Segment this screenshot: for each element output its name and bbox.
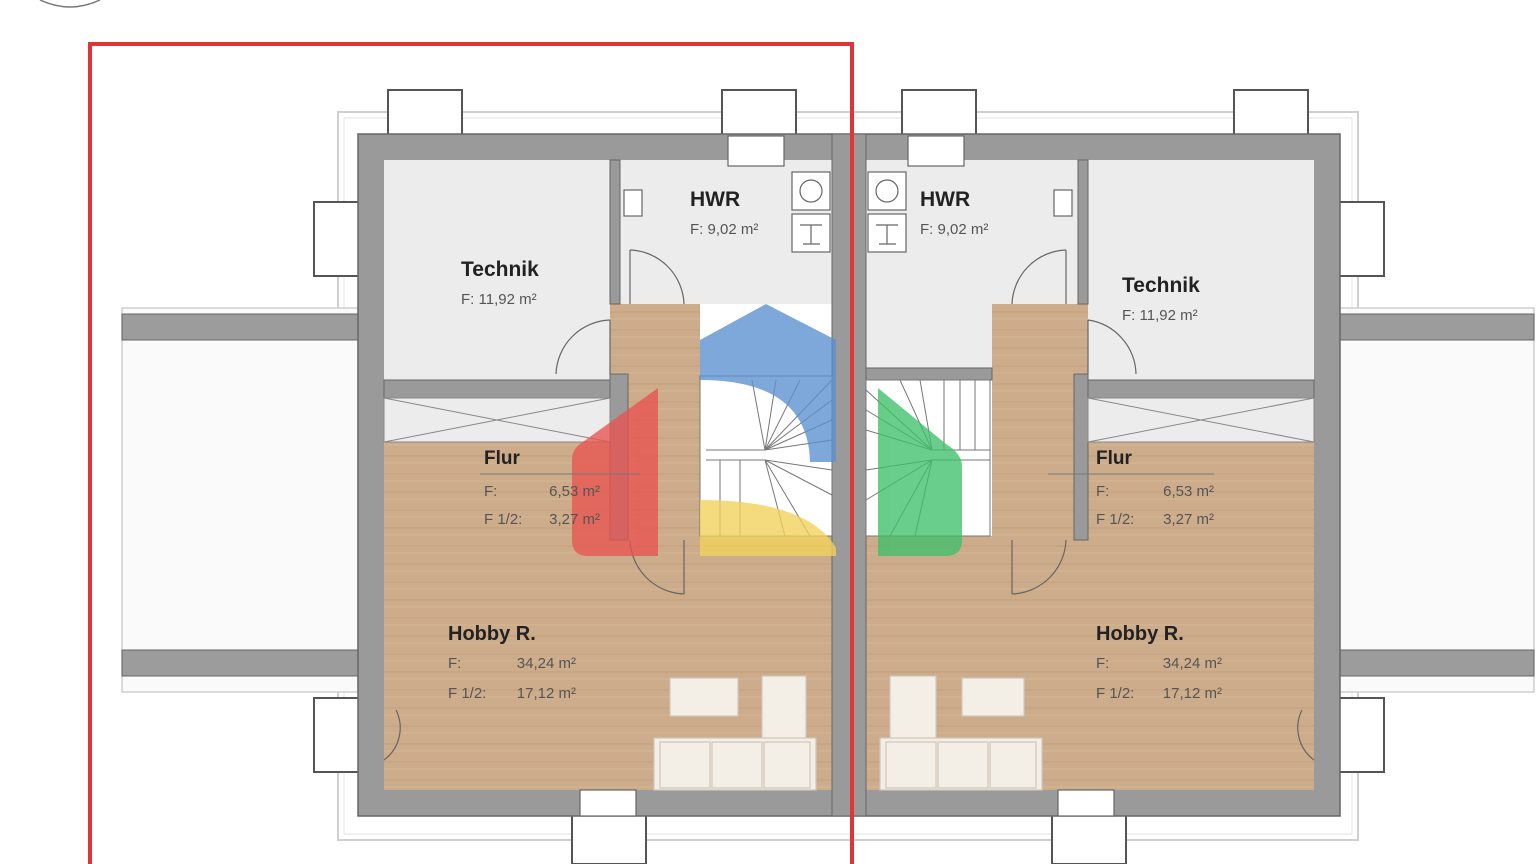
right-flur-half-label: F 1/2: [1096,511,1134,528]
property-line [88,42,854,864]
right-flur-area-value: 6,53 m² [1163,483,1214,500]
left-hobby-area-label: F: [448,655,461,672]
doors [383,135,1315,817]
right-technik-name: Technik [1122,274,1200,297]
right-hobby-half-value: 17,12 m² [1163,685,1222,702]
left-technik-name: Technik [461,258,539,281]
right-hobby-half-label: F 1/2: [1096,685,1134,702]
left-hobby-half-label: F 1/2: [448,685,486,702]
interior-walls [383,133,1315,817]
right-hwr-area: F: 9,02 m² [920,221,988,238]
left-hobby-half-value: 17,12 m² [517,685,576,702]
terrace-right [1337,307,1535,693]
left-flur-name: Flur [484,448,520,469]
logo-watermark [572,304,962,556]
furniture [653,675,1043,791]
left-hwr-name: HWR [690,188,740,211]
right-hobby-name: Hobby R. [1096,623,1184,645]
left-flur-half-label: F 1/2: [484,511,522,528]
left-hobby-area-value: 34,24 m² [517,655,576,672]
right-flur-name: Flur [1096,448,1132,469]
right-hobby-area-label: F: [1096,655,1109,672]
fixtures [623,171,1073,253]
left-flur-half-value: 3,27 m² [549,511,600,528]
right-technik-area: F: 11,92 m² [1122,307,1198,324]
left-technik-area: F: 11,92 m² [461,291,537,308]
right-hwr-name: HWR [920,188,970,211]
right-flur-area-label: F: [1096,483,1109,500]
terrace-left [121,307,359,693]
left-flur-area-value: 6,53 m² [549,483,600,500]
light-wells [313,89,1385,864]
compass-fragment [39,0,101,8]
right-flur-half-value: 3,27 m² [1163,511,1214,528]
left-flur-area-label: F: [484,483,497,500]
right-hobby-area-value: 34,24 m² [1163,655,1222,672]
storage-shelves [383,397,1315,443]
left-hobby-name: Hobby R. [448,623,536,645]
left-hwr-area: F: 9,02 m² [690,221,758,238]
